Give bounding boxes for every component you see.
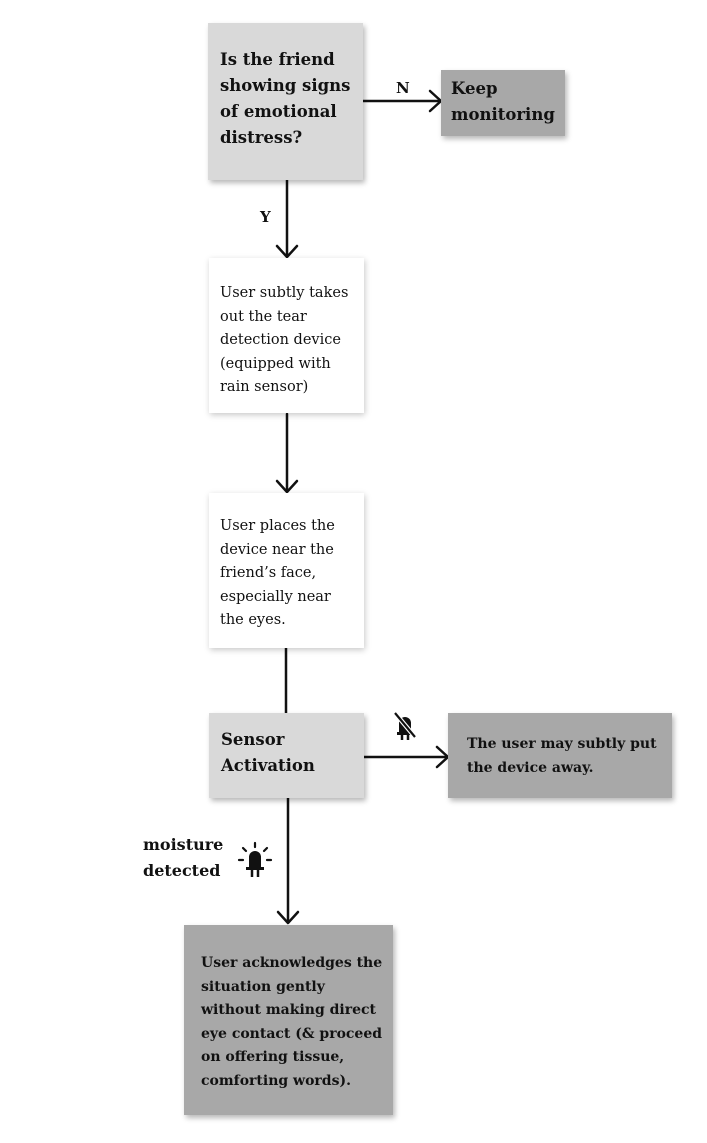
- put-device-away-text: The user may subtly put the device away.: [467, 736, 657, 776]
- take-out-device-box: User subtly takes out the tear detection…: [209, 258, 364, 413]
- place-device-box: User places the device near the friend’s…: [209, 493, 364, 648]
- acknowledge-box: User acknowledges the situation gently w…: [184, 925, 393, 1115]
- light-on-icon: [237, 841, 273, 877]
- arrowhead-yes: [275, 244, 299, 259]
- take-out-device-text: User subtly takes out the tear detection…: [220, 285, 349, 395]
- sensor-activation-text: Sensor Activation: [221, 730, 315, 775]
- decision-emotional-distress: Is the friend showing signs of emotional…: [208, 23, 363, 180]
- place-device-text: User places the device near the friend’s…: [220, 518, 335, 628]
- arrowhead-moisture: [276, 910, 300, 925]
- arrowhead-take-to-place: [275, 479, 299, 494]
- edge-label-no: N: [396, 79, 410, 97]
- light-off-icon: [393, 711, 417, 740]
- edge-label-yes: Y: [260, 208, 271, 226]
- edge-label-moisture: moisture detected: [143, 835, 224, 880]
- keep-monitoring-box: Keep monitoring: [441, 70, 565, 136]
- acknowledge-text: User acknowledges the situation gently w…: [201, 955, 383, 1089]
- decision-emotional-distress-text: Is the friend showing signs of emotional…: [220, 50, 351, 147]
- put-device-away-box: The user may subtly put the device away.: [448, 713, 672, 798]
- keep-monitoring-text: Keep monitoring: [451, 79, 555, 124]
- sensor-activation-box: Sensor Activation: [209, 713, 364, 798]
